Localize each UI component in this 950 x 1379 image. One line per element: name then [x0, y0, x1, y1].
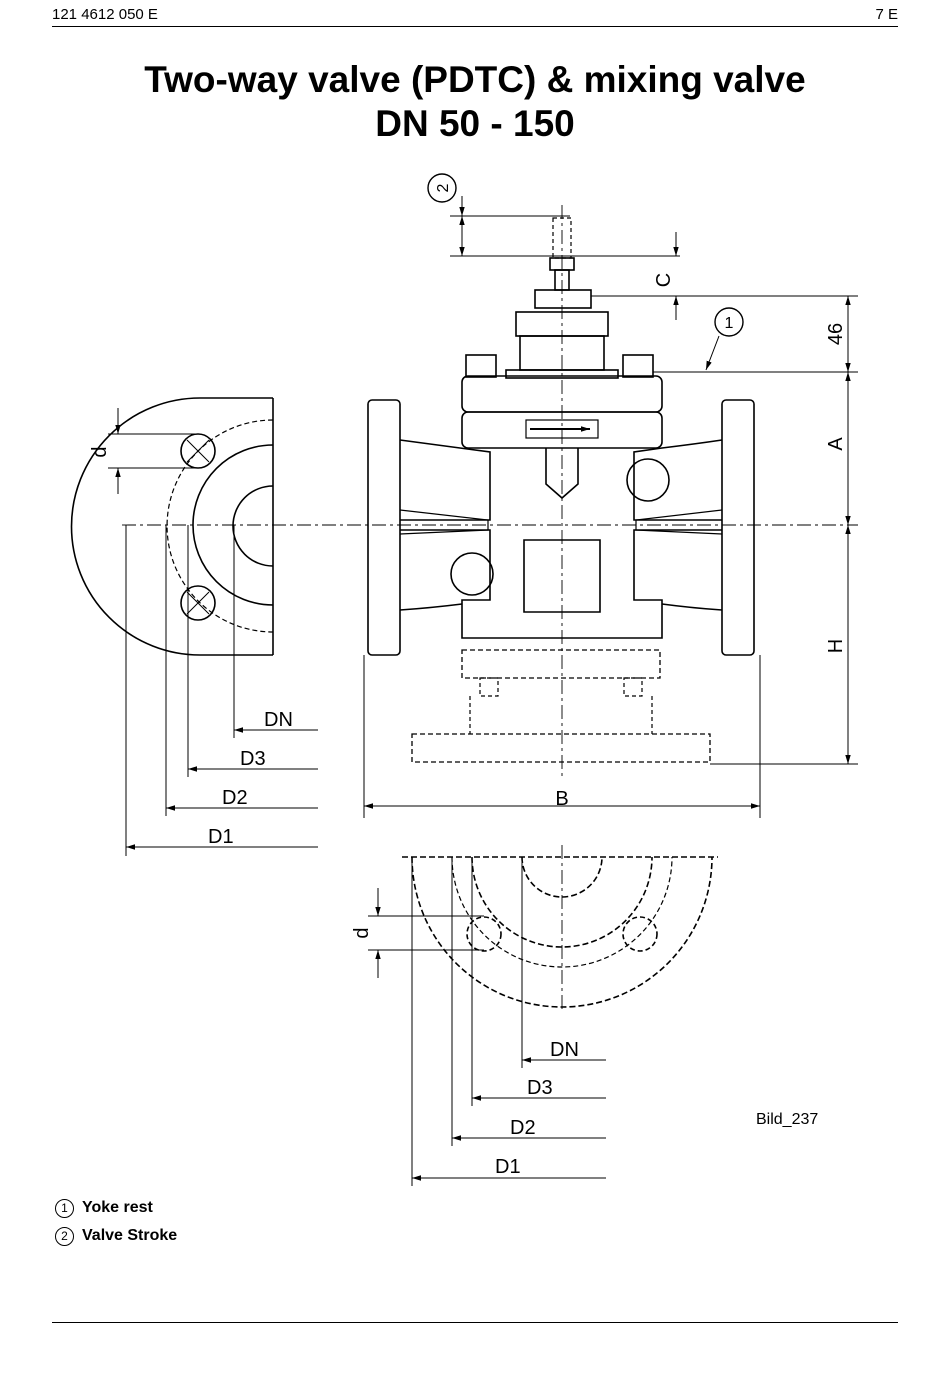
- bottom-dn-label: DN: [550, 1039, 579, 1061]
- legend-text-1: Yoke rest: [82, 1199, 153, 1216]
- valve-body: [367, 375, 755, 656]
- page-header: 121 4612 050 E 7 E: [52, 4, 898, 27]
- document-id: 121 4612 050 E: [52, 6, 158, 23]
- bottom-d2-label: D2: [510, 1117, 536, 1139]
- legend: 1 Yoke rest 2 Valve Stroke: [55, 1194, 177, 1250]
- dimension-b-label: B: [555, 788, 568, 810]
- page-number: 7 E: [875, 6, 898, 23]
- callout-1-circle: [714, 307, 744, 337]
- side-dn-label: DN: [264, 709, 293, 731]
- legend-text-2: Valve Stroke: [82, 1227, 178, 1244]
- bottom-flange-view: [402, 856, 718, 1008]
- side-d1-label: D1: [208, 826, 234, 848]
- callout-2-label: 2: [435, 183, 452, 192]
- side-bolt-hole-d-label: d: [89, 446, 111, 457]
- figure-reference: Bild_237: [756, 1111, 818, 1128]
- dimension-a-label: A: [825, 437, 847, 451]
- bottom-bolt-hole-d-label: d: [351, 927, 373, 938]
- valve-stem-assembly: [465, 217, 654, 379]
- legend-item-yoke-rest: 1 Yoke rest: [55, 1194, 177, 1222]
- dimension-46-label: 46: [825, 323, 847, 345]
- dimension-c-label: C: [653, 273, 675, 287]
- legend-item-valve-stroke: 2 Valve Stroke: [55, 1222, 177, 1250]
- callout-1-label: 1: [725, 315, 734, 332]
- page-title: Two-way valve (PDTC) & mixing valve DN 5…: [0, 58, 950, 146]
- bottom-d3-label: D3: [527, 1077, 553, 1099]
- footer-rule: [52, 1322, 898, 1323]
- side-flange-view: [70, 397, 274, 656]
- title-line-2: DN 50 - 150: [375, 103, 575, 144]
- side-d3-label: D3: [240, 748, 266, 770]
- legend-marker-1: 1: [55, 1198, 74, 1218]
- side-d2-label: D2: [222, 787, 248, 809]
- title-line-1: Two-way valve (PDTC) & mixing valve: [144, 59, 806, 100]
- callout-2: 2: [427, 173, 457, 203]
- lower-mixing-port: [411, 649, 711, 763]
- bottom-d1-label: D1: [495, 1156, 521, 1178]
- dimension-h-label: H: [825, 639, 847, 653]
- legend-marker-2: 2: [55, 1226, 74, 1246]
